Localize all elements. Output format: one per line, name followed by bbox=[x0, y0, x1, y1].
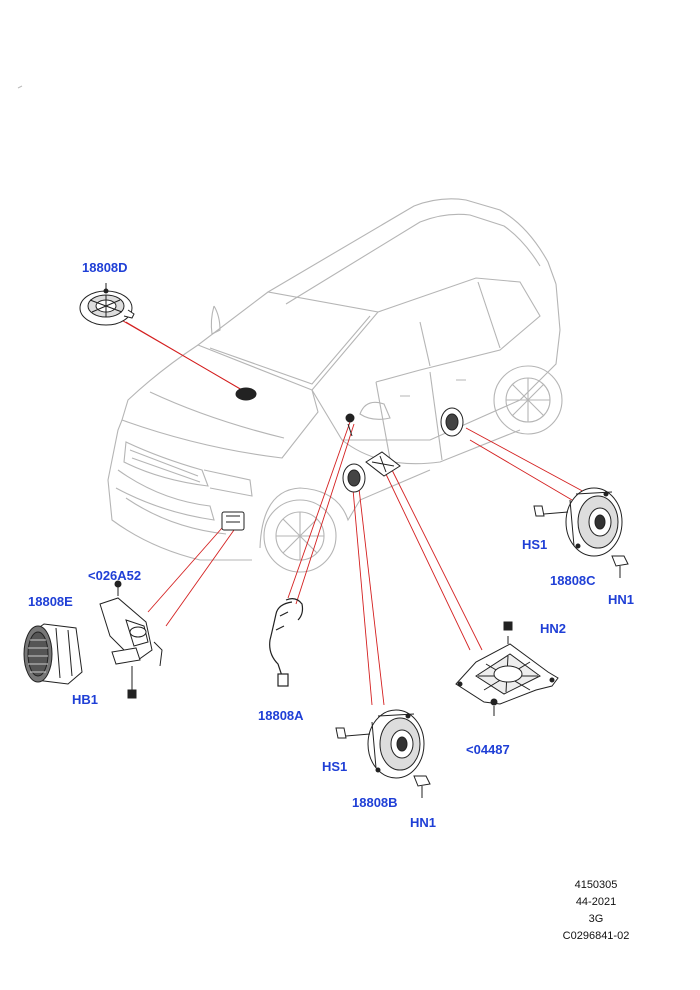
callout-HN2[interactable]: HN2 bbox=[540, 621, 567, 636]
callout-HB1[interactable]: HB1 bbox=[72, 692, 99, 707]
callout-18808B[interactable]: 18808B bbox=[352, 795, 398, 810]
leader-lines bbox=[117, 317, 589, 706]
part-18808B-drawing bbox=[335, 709, 431, 798]
drawing-date: 44-2021 bbox=[575, 896, 617, 908]
drawing-info-block: 4150305 44-2021 3G C0296841-02 bbox=[556, 877, 636, 945]
vehicle-outline bbox=[107, 198, 563, 573]
callout-HN1-lower[interactable]: HN1 bbox=[410, 815, 437, 830]
callout-18808A[interactable]: 18808A bbox=[258, 708, 304, 723]
registration-mark bbox=[17, 85, 23, 89]
callout-18808C[interactable]: 18808C bbox=[550, 573, 596, 588]
part-18808E-drawing bbox=[23, 623, 83, 685]
drawing-revision: 3G bbox=[588, 913, 604, 925]
part-18808A-harness-drawing bbox=[269, 598, 304, 687]
callout-HN1-right[interactable]: HN1 bbox=[608, 592, 635, 607]
callout-18808E[interactable]: 18808E bbox=[28, 594, 73, 609]
part-026A52-bracket-drawing bbox=[99, 580, 163, 699]
dash-speaker-location bbox=[235, 387, 257, 401]
callout-HS1-lower[interactable]: HS1 bbox=[322, 759, 348, 774]
drawing-number: 4150305 bbox=[574, 879, 618, 891]
tweeter-location bbox=[345, 413, 355, 423]
part-18808D-drawing bbox=[79, 283, 135, 326]
callout-18808D[interactable]: 18808D bbox=[82, 260, 128, 275]
bumper-module-location bbox=[221, 511, 245, 531]
installed-parts bbox=[221, 387, 464, 531]
callout-HS1-right[interactable]: HS1 bbox=[522, 537, 548, 552]
drawing-code: C0296841-02 bbox=[562, 930, 630, 942]
callout-026A52[interactable]: <026A52 bbox=[88, 568, 142, 583]
part-18808C-drawing bbox=[533, 487, 629, 578]
part-04487-plate-drawing bbox=[455, 621, 559, 716]
callout-04487[interactable]: <04487 bbox=[466, 742, 510, 757]
